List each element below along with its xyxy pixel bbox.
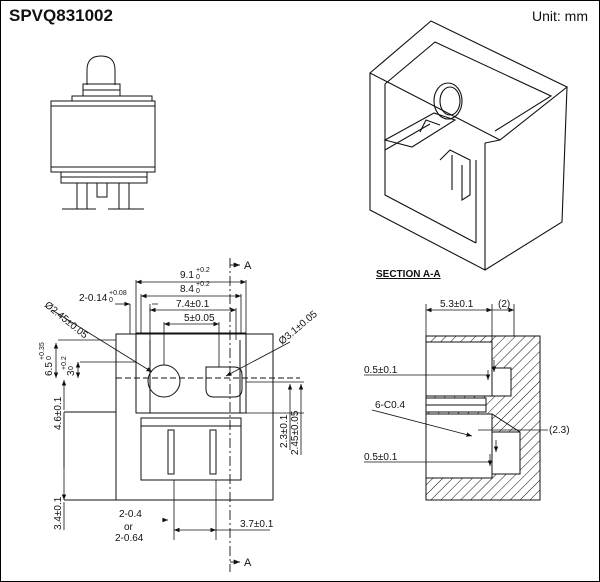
- svg-text:3.4±0.1: 3.4±0.1: [53, 496, 64, 530]
- outline-outer: [115, 333, 274, 501]
- svg-text:or: or: [124, 522, 134, 533]
- switch-body: [50, 100, 156, 173]
- svg-text:+0.2: +0.2: [196, 267, 210, 274]
- svg-text:+0.2: +0.2: [196, 281, 210, 288]
- svg-text:4.6±0.1: 4.6±0.1: [53, 396, 64, 430]
- cut-marker-bottom: A: [244, 557, 252, 569]
- svg-text:2-0.4: 2-0.4: [119, 509, 142, 520]
- svg-text:Ø2.45±0.05: Ø2.45±0.05: [42, 300, 90, 342]
- svg-text:8.4: 8.4: [180, 284, 194, 295]
- svg-text:2-0.64: 2-0.64: [115, 533, 144, 544]
- svg-text:(2.3): (2.3): [549, 425, 570, 436]
- svg-text:0.5±0.1: 0.5±0.1: [364, 452, 398, 463]
- dimension-lines: [51, 279, 304, 540]
- part-number-title: SPVQ831002: [9, 6, 113, 25]
- svg-text:6.5: 6.5: [44, 362, 55, 376]
- svg-text:Ø3.1±0.05: Ø3.1±0.05: [277, 309, 320, 348]
- terminal-center: [96, 182, 108, 198]
- section-view: [425, 335, 541, 501]
- svg-text:(2): (2): [498, 299, 510, 310]
- svg-text:+0.2: +0.2: [61, 356, 68, 370]
- svg-text:3.7±0.1: 3.7±0.1: [240, 519, 274, 530]
- svg-text:+0.35: +0.35: [39, 342, 46, 360]
- svg-text:7.4±0.1: 7.4±0.1: [176, 299, 210, 310]
- svg-text:6-C0.4: 6-C0.4: [375, 400, 405, 411]
- svg-text:5±0.05: 5±0.05: [184, 313, 215, 324]
- body-top: [135, 332, 247, 414]
- hole-cutaway: [433, 82, 463, 120]
- svg-text:0: 0: [196, 288, 200, 295]
- pin-area: [140, 425, 242, 481]
- section-title: SECTION A-A: [376, 269, 441, 280]
- actuator-plunger: [86, 55, 116, 85]
- svg-text:2-0.14: 2-0.14: [79, 293, 108, 304]
- hole-right: [205, 366, 243, 398]
- svg-text:9.1: 9.1: [180, 270, 194, 281]
- isometric-view: [369, 20, 569, 271]
- terminal-right: [118, 182, 130, 210]
- side-view: [50, 55, 156, 210]
- svg-text:2.3±0.1: 2.3±0.1: [279, 414, 290, 448]
- terminal-left: [76, 182, 88, 210]
- cut-marker-top: A: [244, 260, 252, 272]
- svg-text:3: 3: [66, 370, 77, 376]
- section-dimension-labels: 5.3±0.1 (2) 0.5±0.1 6-C0.4 (2.3) 0.5±0.1: [364, 299, 570, 463]
- top-view: [64, 332, 300, 501]
- section-cut-line: [229, 258, 240, 572]
- unit-label: Unit: mm: [532, 8, 588, 24]
- svg-text:0: 0: [196, 274, 200, 281]
- svg-text:2.45±0.05: 2.45±0.05: [290, 410, 301, 455]
- hole-left: [147, 364, 181, 398]
- svg-text:0: 0: [68, 366, 75, 370]
- svg-text:+0.08: +0.08: [109, 290, 127, 297]
- body-flange: [71, 95, 153, 102]
- dimension-labels: 9.1 +0.2 0 8.4 +0.2 0 7.4±0.1 5±0.05 2-0…: [39, 267, 320, 544]
- svg-text:5.3±0.1: 5.3±0.1: [440, 299, 474, 310]
- svg-text:0: 0: [109, 297, 113, 304]
- svg-text:0: 0: [46, 356, 53, 360]
- svg-text:0.5±0.1: 0.5±0.1: [364, 365, 398, 376]
- section-dimension-lines: [364, 304, 548, 466]
